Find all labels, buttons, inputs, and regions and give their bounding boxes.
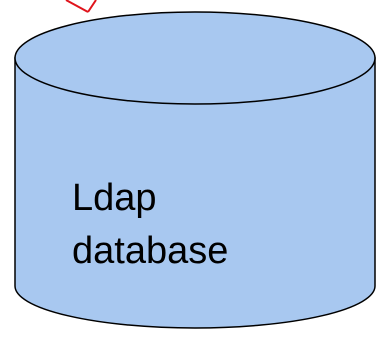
- arrow-line: [87, 0, 97, 13]
- cylinder-body: [14, 57, 376, 329]
- database-label-line2: database: [72, 230, 228, 272]
- connector-arrow: [65, 0, 97, 13]
- cylinder-top: [14, 11, 376, 105]
- database-label-line1: Ldap: [72, 177, 157, 219]
- database-cylinder[interactable]: Ldap database: [14, 11, 376, 329]
- arrow-line: [65, 0, 89, 13]
